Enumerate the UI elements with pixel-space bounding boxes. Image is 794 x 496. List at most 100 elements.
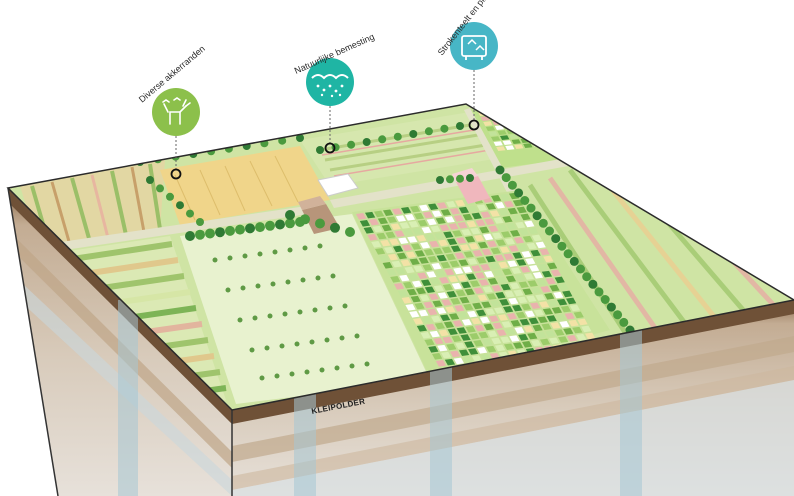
tree	[456, 174, 464, 183]
pixel-crop-plot	[392, 208, 403, 215]
pixel-crop-plot	[523, 143, 533, 148]
pixel-crop-plot	[566, 297, 577, 305]
pixel-crop-plot	[547, 262, 558, 270]
pixel-crop-plot	[611, 112, 622, 117]
pixel-crop-plot	[486, 345, 497, 353]
pixel-crop-plot	[560, 123, 570, 128]
pixel-crop-plot	[517, 244, 528, 251]
tree	[702, 206, 711, 215]
pixel-crop-plot	[514, 274, 526, 281]
pixel-crop-plot	[459, 349, 470, 356]
pixel-crop-plot	[538, 136, 548, 141]
pixel-crop-plot	[444, 216, 455, 223]
pixel-crop-plot	[536, 331, 547, 339]
tree	[606, 138, 614, 146]
pixel-crop-plot	[491, 337, 502, 345]
pixel-crop-plot	[431, 210, 443, 217]
pixel-crop-plot	[572, 127, 582, 132]
tree	[551, 234, 561, 244]
pixel-crop-plot	[472, 302, 483, 310]
pixel-crop-plot	[422, 211, 434, 219]
pixel-crop-plot	[474, 324, 485, 332]
pixel-crop-plot	[588, 104, 598, 109]
pixel-crop-plot	[527, 280, 538, 287]
pixel-crop-plot	[609, 107, 619, 112]
pixel-crop-plot	[417, 219, 428, 227]
pixel-crop-plot	[538, 263, 549, 271]
tree	[185, 231, 195, 241]
pixel-crop-plot	[495, 292, 506, 299]
pixel-crop-plot	[541, 141, 551, 146]
pixel-crop-plot	[438, 329, 449, 337]
pixel-crop-plot	[449, 313, 460, 320]
pixel-crop-plot	[445, 306, 456, 313]
pixel-crop-plot	[386, 216, 398, 223]
pixel-crop-plot	[540, 286, 551, 293]
pixel-crop-plot	[448, 223, 459, 230]
tree	[790, 268, 794, 276]
pixel-crop-plot	[469, 280, 481, 287]
pixel-crop-plot	[563, 128, 573, 133]
pixel-crop-plot	[539, 120, 550, 125]
pixel-crop-plot	[551, 124, 561, 129]
pixel-crop-plot	[524, 310, 536, 318]
location-marker	[170, 168, 182, 180]
groundwater-column	[430, 360, 452, 496]
pixel-crop-plot	[500, 135, 510, 140]
pixel-crop-plot	[461, 229, 472, 236]
pixel-crop-plot	[436, 307, 447, 314]
pixel-crop-plot	[431, 263, 442, 270]
pixel-crop-plot	[467, 310, 478, 318]
pixel-crop-plot	[509, 282, 520, 290]
pixel-crop-plot	[587, 120, 597, 125]
pixel-crop-plot	[468, 295, 479, 303]
pixel-crop-plot	[528, 317, 539, 325]
pixel-crop-plot	[527, 332, 538, 340]
pixel-crop-plot	[523, 273, 535, 280]
pixel-crop-plot	[480, 264, 491, 271]
pixel-crop-plot	[535, 241, 546, 249]
pixel-crop-plot	[427, 308, 438, 316]
pixel-crop-plot	[446, 291, 457, 298]
tree	[619, 317, 629, 327]
tree	[275, 219, 285, 230]
pixel-crop-plot	[457, 274, 468, 282]
pixel-crop-plot	[390, 223, 401, 230]
pixel-crop-plot	[507, 113, 517, 118]
pixel-crop-plot	[492, 232, 503, 239]
pixel-crop-plot	[448, 275, 459, 283]
tree	[166, 192, 174, 201]
pixel-crop-plot	[421, 279, 432, 286]
pixel-crop-plot	[421, 226, 432, 234]
pixel-crop-plot	[404, 266, 415, 274]
pixel-crop-plot	[494, 125, 505, 130]
pixel-crop-plot	[479, 316, 491, 324]
pixel-crop-plot	[532, 324, 543, 332]
tree	[763, 249, 772, 258]
pixel-crop-plot	[466, 220, 477, 228]
pixel-crop-plot	[522, 235, 534, 243]
tree	[507, 180, 517, 190]
pixel-crop-plot	[396, 252, 408, 260]
pixel-crop-plot	[414, 250, 426, 257]
pixel-crop-plot	[444, 358, 456, 366]
pixel-crop-plot	[425, 323, 437, 331]
tree	[532, 211, 542, 221]
pixel-crop-plot	[403, 229, 414, 236]
pixel-crop-plot	[399, 222, 410, 229]
pixel-crop-plot	[410, 205, 421, 213]
pixel-crop-plot	[449, 208, 461, 215]
pixel-crop-plot	[437, 202, 448, 209]
pixel-crop-plot	[515, 128, 525, 133]
pixel-crop-plot	[437, 292, 448, 299]
pixel-crop-plot	[498, 114, 508, 119]
pixel-crop-plot	[548, 300, 559, 307]
pixel-crop-plot	[523, 106, 533, 111]
pixel-crop-plot	[438, 239, 449, 247]
tree	[641, 162, 649, 171]
pixel-crop-plot	[455, 289, 466, 297]
pixel-crop-plot	[488, 225, 499, 232]
pixel-crop-plot	[512, 304, 523, 312]
tree	[728, 224, 737, 233]
pixel-crop-plot	[454, 252, 465, 259]
